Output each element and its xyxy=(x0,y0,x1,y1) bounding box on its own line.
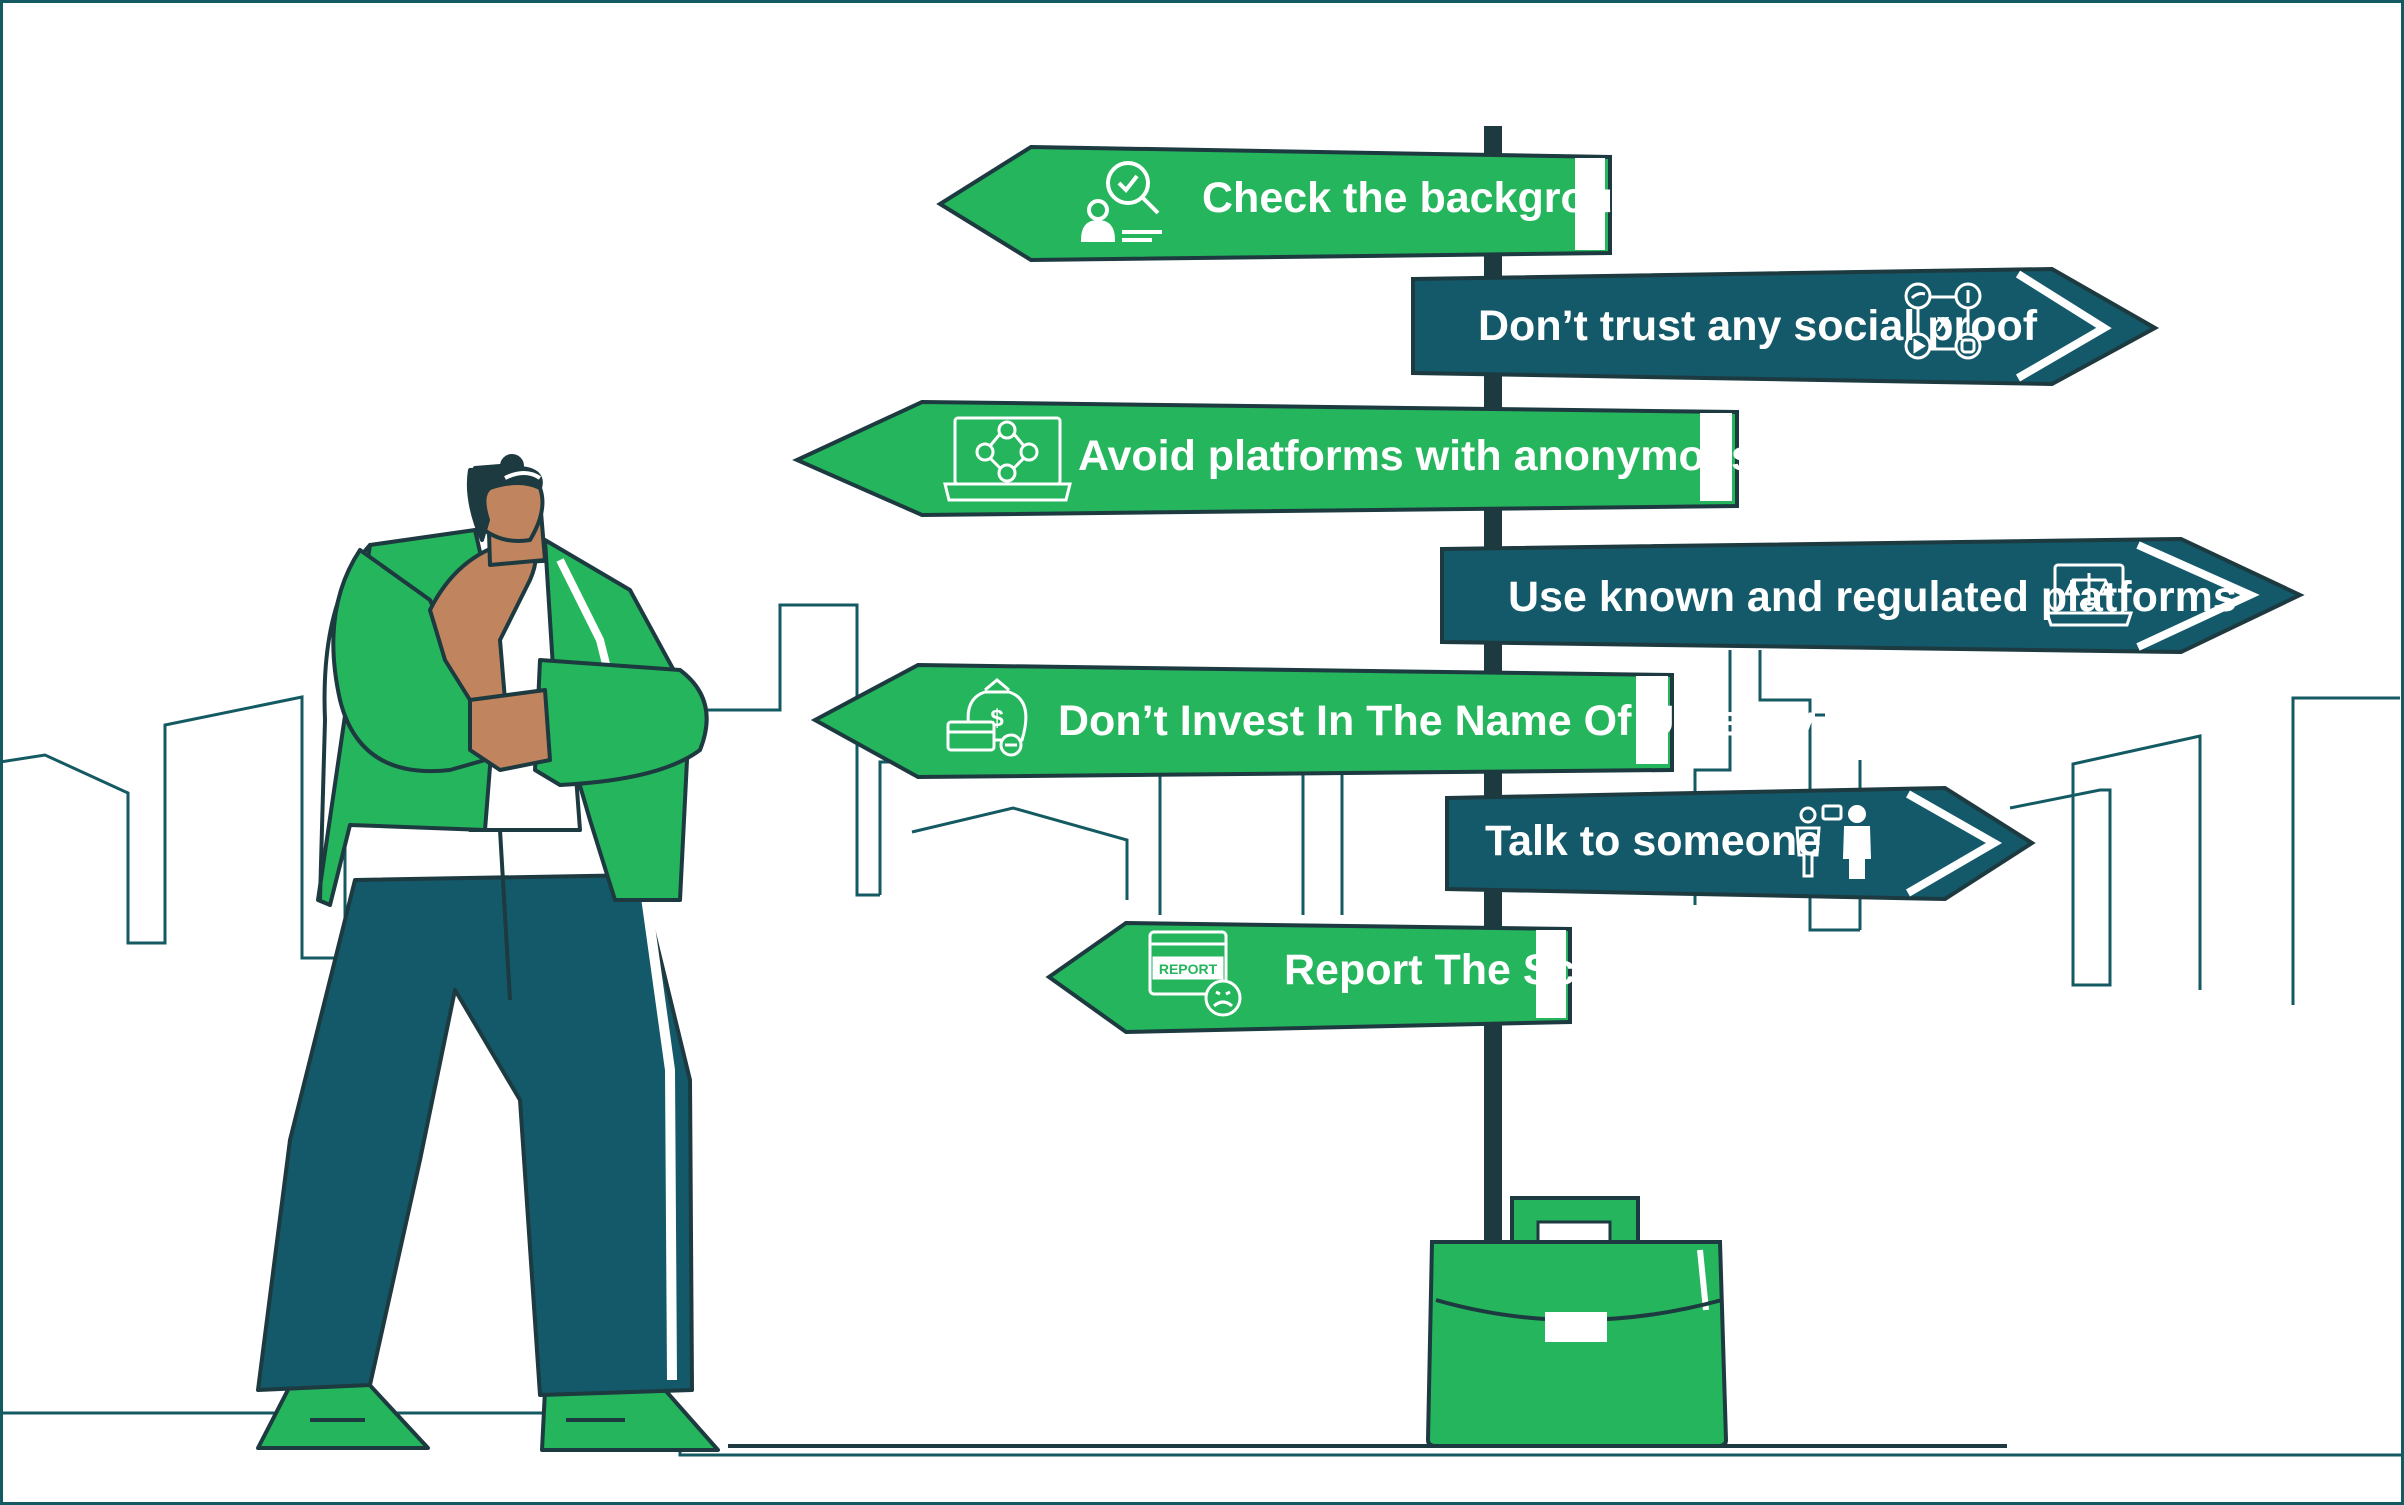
sign-check-background: Check the background xyxy=(936,144,1666,263)
folded-hand xyxy=(468,688,552,772)
laptop-team-network-icon xyxy=(943,416,1072,502)
sign-regulated-platforms: Use known and regulated platforms xyxy=(1440,536,2305,655)
trousers xyxy=(256,873,694,1397)
sign-anonymous-teams: Avoid platforms with anonymous teams xyxy=(792,399,1891,518)
sign-label-regulated-platforms: Use known and regulated platforms xyxy=(1508,573,2237,621)
sign-talk: Talk to someone xyxy=(1445,785,2036,902)
people-chat-icon xyxy=(1795,804,1872,879)
user-magnifier-check-icon xyxy=(1080,161,1162,242)
sign-label-social-proof: Don’t trust any social proof xyxy=(1478,302,2038,350)
social-media-icon: X xyxy=(1904,282,1982,360)
sign-label-check-background: Check the background xyxy=(1202,174,1666,222)
social-x-glyph: X xyxy=(1936,314,1950,336)
sign-urgency: $ Don’t Invest In The Name Of Urgency xyxy=(810,662,1815,780)
report-badge-text: REPORT xyxy=(1159,961,1218,977)
report-window-icon: REPORT xyxy=(1148,930,1242,1017)
briefcase-base xyxy=(1425,1196,1729,1448)
sign-label-report: Report The Scam xyxy=(1284,946,1638,994)
sign-label-urgency: Don’t Invest In The Name Of Urgency xyxy=(1058,697,1815,745)
money-bag-card-icon: $ xyxy=(946,678,1028,757)
sign-social-proof: X Don’t trust any social proof xyxy=(1411,266,2160,387)
right-arm xyxy=(533,658,709,787)
sign-label-talk: Talk to someone xyxy=(1485,817,1821,865)
thinking-person xyxy=(256,454,720,1452)
sign-report: REPORT Report The Scam xyxy=(1045,920,1638,1035)
sign-label-anonymous-teams: Avoid platforms with anonymous teams xyxy=(1078,432,1891,480)
laptop-scale-icon xyxy=(2044,563,2134,627)
